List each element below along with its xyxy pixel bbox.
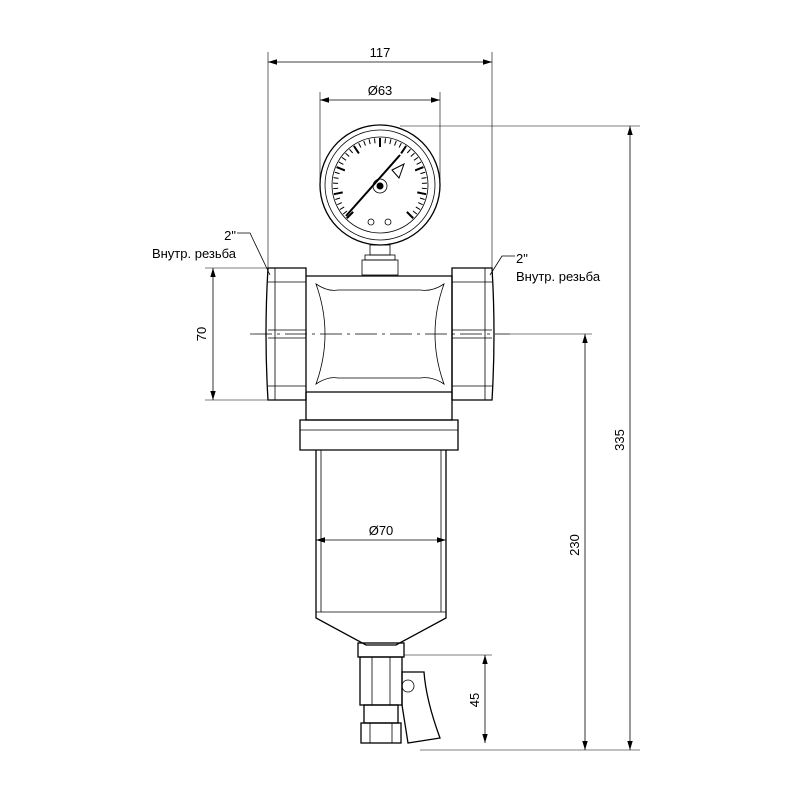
dimension-lines bbox=[205, 52, 640, 751]
gauge-tick bbox=[416, 161, 422, 165]
dim-overall-width: 117 bbox=[370, 45, 391, 60]
gauge-tick bbox=[421, 177, 427, 179]
gauge-tick bbox=[338, 161, 344, 165]
gauge-tick bbox=[342, 210, 348, 215]
dim-overall-height: 335 bbox=[612, 429, 627, 451]
gauge-tick bbox=[333, 191, 343, 196]
filter-housing bbox=[299, 275, 459, 451]
gauge-tick bbox=[363, 140, 366, 146]
gauge-tick bbox=[410, 152, 415, 157]
gauge-scale bbox=[333, 138, 427, 219]
gauge-tick bbox=[373, 138, 376, 144]
gauge-tick bbox=[353, 145, 360, 154]
gauge-tick bbox=[412, 210, 418, 215]
gauge-tick bbox=[345, 152, 350, 157]
inlet-nut-left bbox=[265, 267, 307, 401]
right-thread-label: Внутр. резьба bbox=[516, 269, 601, 284]
outlet-nut-right bbox=[451, 267, 495, 401]
dim-inlet-height: 70 bbox=[194, 327, 209, 341]
gauge-tick bbox=[334, 171, 340, 175]
gauge-tick bbox=[413, 156, 419, 161]
pressure-gauge bbox=[319, 124, 441, 276]
gauge-tick bbox=[406, 148, 411, 154]
gauge-tick bbox=[417, 202, 423, 206]
gauge-tick bbox=[400, 145, 407, 154]
gauge-tick bbox=[349, 148, 354, 154]
gauge-tick bbox=[394, 140, 397, 146]
gauge-tick bbox=[337, 202, 343, 206]
gauge-tick bbox=[406, 211, 414, 219]
gauge-tick bbox=[335, 197, 341, 200]
gauge-tick bbox=[414, 166, 424, 172]
filter-drawing bbox=[250, 124, 510, 744]
dim-height-below-axis: 230 bbox=[567, 534, 582, 556]
dimension-labels: 117 Ø63 Ø70 70 335 230 45 2" Внутр. резь… bbox=[152, 45, 627, 707]
gauge-tick bbox=[346, 211, 354, 219]
gauge-tick bbox=[420, 171, 426, 175]
gauge-tick bbox=[415, 206, 421, 210]
gauge-tick bbox=[368, 139, 371, 145]
right-thread-size: 2" bbox=[516, 251, 528, 266]
dim-bowl-diameter: Ø70 bbox=[369, 523, 394, 538]
left-thread-size: 2" bbox=[224, 228, 236, 243]
gauge-tick bbox=[389, 139, 392, 145]
gauge-tick bbox=[358, 142, 362, 148]
drain-valve bbox=[357, 642, 441, 744]
gauge-tick bbox=[419, 197, 425, 200]
filter-bowl bbox=[315, 450, 447, 646]
left-thread-label: Внутр. резьба bbox=[152, 246, 237, 261]
dim-gauge-diameter: Ø63 bbox=[368, 83, 393, 98]
gauge-tick bbox=[339, 206, 345, 210]
gauge-tick bbox=[336, 166, 346, 172]
gauge-tick bbox=[398, 142, 402, 148]
dim-drain-height: 45 bbox=[467, 693, 482, 707]
gauge-tick bbox=[417, 191, 427, 196]
gauge-tick bbox=[341, 156, 347, 161]
gauge-tick bbox=[333, 177, 339, 179]
gauge-tick bbox=[384, 138, 387, 144]
